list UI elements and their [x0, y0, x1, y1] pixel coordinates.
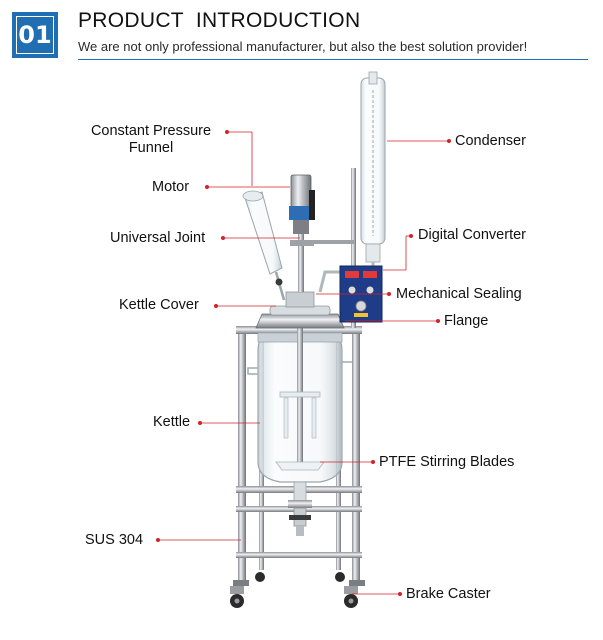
label-constant-pressure-funnel: Constant Pressure Funnel	[90, 123, 212, 156]
label-digital-converter: Digital Converter	[418, 227, 526, 243]
label-kettle-cover: Kettle Cover	[119, 297, 199, 313]
leader-dot	[371, 460, 375, 464]
page-subtitle: We are not only professional manufacture…	[78, 39, 528, 54]
label-sus-304: SUS 304	[85, 532, 144, 548]
label-condenser: Condenser	[455, 133, 526, 149]
brake-caster-wheels	[230, 572, 358, 608]
label-brake-caster: Brake Caster	[406, 586, 491, 602]
label-mechanical-sealing: Mechanical Sealing	[396, 286, 522, 302]
leader-dot	[156, 538, 160, 542]
label-ptfe-stirring-blades: PTFE Stirring Blades	[379, 454, 515, 470]
leader-dot	[198, 421, 202, 425]
page-title: PRODUCT INTRODUCTION	[78, 9, 361, 32]
leader-dot	[398, 592, 402, 596]
leader-dot	[214, 304, 218, 308]
leader-dot	[225, 130, 229, 134]
badge-number: 01	[16, 16, 54, 54]
kettle-cover	[255, 291, 345, 329]
leader-dot	[436, 319, 440, 323]
leader-dot	[205, 185, 209, 189]
label-universal-joint: Universal Joint	[110, 230, 206, 246]
number-badge: 01	[12, 12, 58, 58]
leader-dot	[409, 234, 413, 238]
leader-dot	[221, 236, 225, 240]
constant-pressure-funnel	[242, 190, 286, 301]
leader-lines	[158, 131, 449, 595]
label-kettle: Kettle	[153, 414, 191, 430]
label-motor: Motor	[152, 179, 190, 195]
leader-dot	[387, 292, 391, 296]
header: 01 PRODUCT INTRODUCTION We are not only …	[0, 0, 603, 70]
header-divider	[78, 59, 588, 60]
label-flange: Flange	[444, 313, 489, 329]
motor-assembly	[289, 168, 356, 328]
stirring-shaft	[275, 300, 325, 471]
leader-dot	[447, 139, 451, 143]
